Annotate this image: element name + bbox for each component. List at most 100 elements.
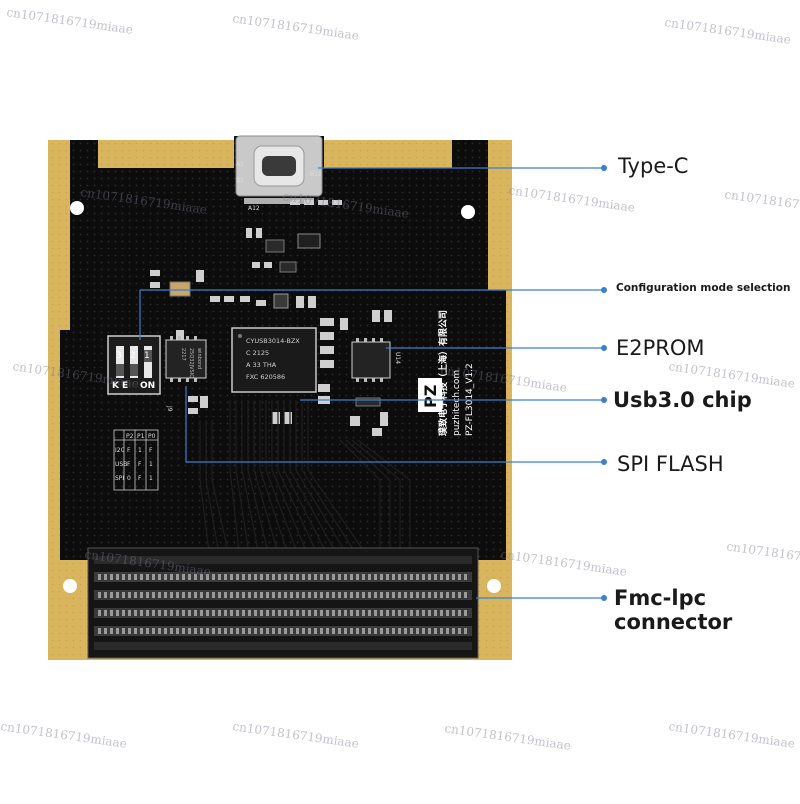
connector-pin: [248, 592, 251, 598]
switch-label-on: ON: [140, 381, 155, 391]
connector-pin: [350, 592, 353, 598]
connector-pin: [110, 574, 113, 580]
callout-leader-lines: [139, 167, 604, 599]
connector-pin: [344, 610, 347, 616]
connector-pin: [140, 610, 143, 616]
connector-pin: [200, 610, 203, 616]
connector-pin: [104, 574, 107, 580]
connector-pin: [230, 574, 233, 580]
connector-pin: [134, 592, 137, 598]
connector-pin: [116, 592, 119, 598]
connector-pin: [200, 628, 203, 634]
e2prom-chip: [351, 338, 391, 382]
connector-pin: [290, 628, 293, 634]
connector-pin: [188, 574, 191, 580]
connector-pin: [416, 610, 419, 616]
connector-pin: [338, 628, 341, 634]
connector-pin: [386, 592, 389, 598]
ref-j9: J9: [166, 405, 173, 412]
connector-pin: [140, 592, 143, 598]
connector-pin: [302, 628, 305, 634]
connector-pin: [284, 628, 287, 634]
connector-pin: [350, 628, 353, 634]
connector-pin: [332, 628, 335, 634]
connector-pin: [452, 592, 455, 598]
connector-pin: [110, 628, 113, 634]
connector-pin: [116, 628, 119, 634]
connector-pin: [218, 574, 221, 580]
connector-pin: [104, 592, 107, 598]
pz-logo: PZ: [418, 378, 442, 412]
leader-config-mode: [139, 289, 604, 340]
connector-pin: [338, 592, 341, 598]
mode-table: [113, 429, 159, 491]
connector-pin: [206, 574, 209, 580]
connector-pin: [116, 574, 119, 580]
mode-table-header: P1: [137, 433, 145, 440]
connector-pin: [176, 610, 179, 616]
mounting-hole: [461, 205, 475, 219]
connector-pin: [404, 574, 407, 580]
connector-pin: [284, 610, 287, 616]
connector-pin: [446, 610, 449, 616]
flash-marking-2: 25Q32JVSIQ: [188, 348, 194, 378]
connector-pin: [446, 592, 449, 598]
connector-pin: [428, 592, 431, 598]
connector-pin: [206, 628, 209, 634]
mode-table-cell: F: [149, 447, 153, 454]
connector-pin: [248, 610, 251, 616]
connector-pin: [260, 628, 263, 634]
connector-pin: [416, 574, 419, 580]
connector-pin: [278, 592, 281, 598]
flash-marking-1: winbond: [196, 348, 202, 369]
connector-pin: [236, 628, 239, 634]
connector-pin: [362, 574, 365, 580]
connector-pin: [272, 592, 275, 598]
connector-pin: [422, 592, 425, 598]
connector-pin: [194, 628, 197, 634]
connector-pin: [374, 592, 377, 598]
connector-pin: [266, 610, 269, 616]
connector-pin: [152, 628, 155, 634]
mode-table-header: P2: [126, 433, 134, 440]
connector-pin: [122, 592, 125, 598]
connector-pin: [356, 628, 359, 634]
label-usb3-chip: Usb3.0 chip: [613, 388, 752, 412]
connector-pin: [284, 574, 287, 580]
connector-pin: [236, 574, 239, 580]
connector-pin: [290, 574, 293, 580]
connector-pin: [146, 628, 149, 634]
connector-pin: [410, 628, 413, 634]
connector-pin: [404, 592, 407, 598]
connector-pin: [296, 592, 299, 598]
connector-pin: [422, 574, 425, 580]
connector-pin: [182, 628, 185, 634]
connector-pin: [272, 628, 275, 634]
mode-table-cell: I2C: [115, 447, 125, 454]
connector-pin: [326, 610, 329, 616]
connector-pin: [290, 610, 293, 616]
connector-pin: [344, 592, 347, 598]
connector-pin: [164, 628, 167, 634]
switch-label-3: 3: [116, 351, 122, 361]
connector-pin: [326, 574, 329, 580]
leader-dots: [601, 165, 607, 601]
connector-pin: [218, 610, 221, 616]
connector-pin: [206, 592, 209, 598]
connector-pin: [458, 592, 461, 598]
connector-pin: [362, 628, 365, 634]
label-fmc-line1: Fmc-lpc: [614, 586, 707, 610]
mode-table-cell: F: [138, 461, 142, 468]
connector-pin: [224, 628, 227, 634]
connector-pin: [350, 574, 353, 580]
connector-pin: [98, 610, 101, 616]
connector-pin: [194, 592, 197, 598]
connector-pin: [458, 574, 461, 580]
connector-pin: [446, 628, 449, 634]
connector-pin: [110, 592, 113, 598]
mode-table-cell: 0: [127, 475, 131, 482]
connector-pin: [374, 574, 377, 580]
connector-pin: [362, 592, 365, 598]
connector-pin: [266, 574, 269, 580]
connector-pin: [422, 628, 425, 634]
